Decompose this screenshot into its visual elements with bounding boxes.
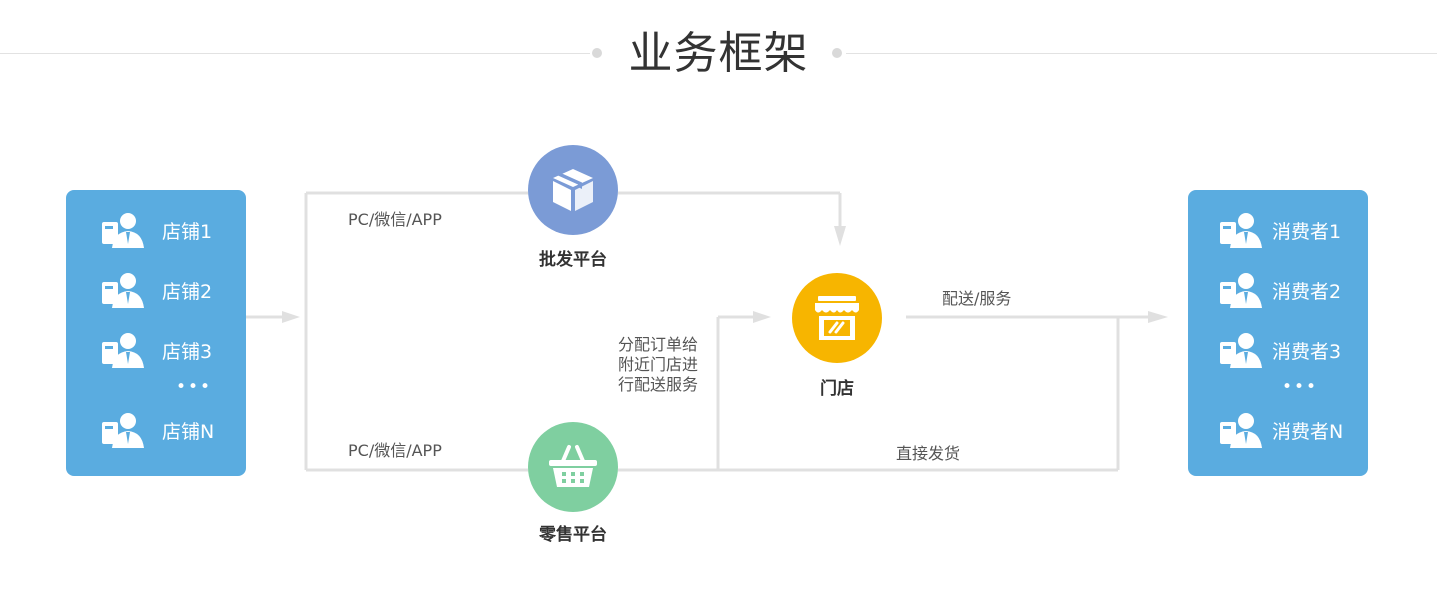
consumer-item: 消费者N: [1218, 410, 1343, 450]
consumer-item: 消费者3: [1218, 330, 1341, 370]
person-card-icon: [1220, 213, 1262, 248]
shop-item: 店铺N: [100, 410, 214, 450]
title-divider-left: [0, 53, 590, 54]
assign-order-line: 行配送服务: [617, 375, 698, 394]
consumers-panel: 消费者1 消费者2 消费者3 ••• 消费者N: [1188, 190, 1368, 476]
store-label: 门店: [820, 379, 854, 399]
assign-order-label: 分配订单给 附近门店进 行配送服务: [606, 335, 698, 395]
consumer-label: 消费者2: [1272, 280, 1342, 303]
package-box-icon: [553, 169, 593, 211]
storefront-icon: [815, 296, 859, 340]
person-card-icon: [102, 413, 144, 448]
consumer-item: 消费者1: [1218, 210, 1341, 250]
shops-panel: 店铺1 店铺2 店铺3 ••• 店铺N: [66, 190, 246, 476]
assign-order-line: 分配订单给: [617, 335, 698, 354]
person-card-icon: [1220, 273, 1262, 308]
title-divider-right: [846, 53, 1437, 54]
shop-label: 店铺2: [162, 280, 213, 303]
person-card-icon: [1220, 333, 1262, 368]
wholesale-node: [528, 145, 618, 235]
shop-ellipsis: •••: [176, 377, 213, 397]
consumer-label: 消费者N: [1272, 420, 1344, 443]
consumer-item: 消费者2: [1218, 270, 1341, 310]
title-dot-left: [592, 48, 602, 58]
shopping-basket-icon: [549, 445, 597, 487]
shop-label: 店铺1: [162, 220, 213, 243]
person-card-icon: [1220, 413, 1262, 448]
consumer-ellipsis: •••: [1282, 377, 1319, 397]
person-card-icon: [102, 213, 144, 248]
retail-channel-label: PC/微信/APP: [348, 441, 442, 460]
store-node: [792, 273, 882, 363]
wholesale-channel-label: PC/微信/APP: [348, 210, 442, 229]
retail-label: 零售平台: [539, 525, 607, 545]
consumer-label: 消费者1: [1272, 220, 1342, 243]
retail-node: [528, 422, 618, 512]
direct-shipping-label: 直接发货: [896, 444, 961, 463]
shop-item: 店铺1: [100, 210, 212, 250]
title-dot-right: [832, 48, 842, 58]
delivery-service-label: 配送/服务: [942, 289, 1012, 308]
shop-item: 店铺3: [100, 330, 212, 370]
assign-order-line: 附近门店进: [617, 355, 698, 374]
page-title: 业务框架: [628, 28, 809, 79]
shop-label: 店铺N: [162, 420, 215, 443]
consumer-label: 消费者3: [1272, 340, 1342, 363]
shop-item: 店铺2: [100, 270, 212, 310]
person-card-icon: [102, 273, 144, 308]
shop-label: 店铺3: [162, 340, 213, 363]
person-card-icon: [102, 333, 144, 368]
wholesale-label: 批发平台: [539, 250, 607, 270]
